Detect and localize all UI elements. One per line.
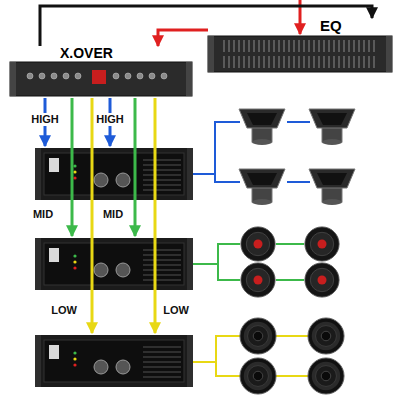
band-label: MID	[31, 208, 55, 221]
device-label: EQ	[320, 18, 342, 35]
band-label: HIGH	[94, 113, 126, 126]
mid-speaker	[241, 227, 275, 261]
signal-connector	[158, 30, 208, 46]
signal-connector	[40, 6, 372, 46]
equalizer-unit	[208, 36, 392, 72]
crossover-outputs	[45, 98, 155, 333]
tweeter-speaker	[239, 109, 285, 145]
tweeter-speaker	[239, 169, 285, 205]
high-amplifier	[35, 148, 193, 200]
sub-speaker	[308, 318, 344, 354]
crossover-unit	[10, 62, 192, 96]
device-label: X.OVER	[60, 46, 113, 61]
mid-speaker	[241, 263, 275, 297]
tweeter-speaker	[309, 169, 355, 205]
sub-speaker	[308, 358, 344, 394]
band-label: LOW	[161, 304, 191, 317]
mid-amplifier	[35, 238, 193, 290]
equalizer-box: EQ	[208, 18, 392, 72]
speaker-wiring	[193, 122, 310, 376]
tweeter-speaker	[309, 109, 355, 145]
sub-speaker	[240, 358, 276, 394]
low-amplifier	[35, 335, 193, 387]
mid-speaker	[305, 227, 339, 261]
crossover-box: X.OVER	[10, 46, 192, 98]
band-label: LOW	[49, 304, 79, 317]
mid-speaker	[305, 263, 339, 297]
sub-speaker	[240, 318, 276, 354]
band-label: MID	[101, 208, 125, 221]
band-label: HIGH	[29, 113, 61, 126]
